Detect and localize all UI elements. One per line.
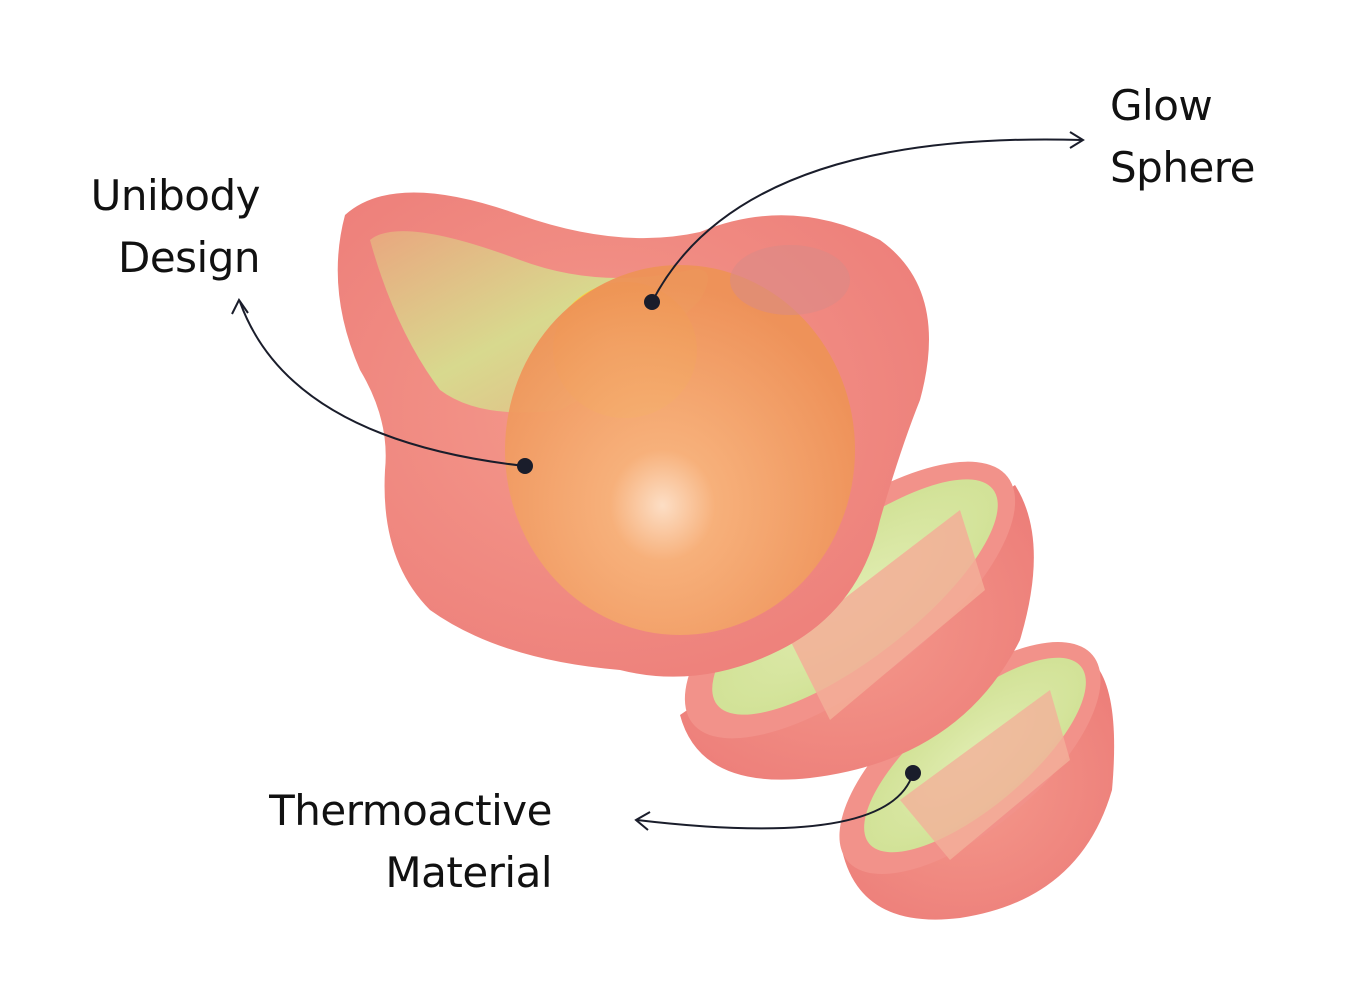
thermoactive-material-label: Thermoactive Material xyxy=(240,780,552,904)
thermo-line1: Thermoactive xyxy=(269,786,552,835)
flange-bottom xyxy=(839,642,1115,920)
glow-marker-dot xyxy=(644,294,660,310)
unibody-marker-dot xyxy=(517,458,533,474)
glow-line1: Glow xyxy=(1110,81,1213,130)
flange-middle xyxy=(680,461,1034,780)
glow-line2: Sphere xyxy=(1110,143,1255,192)
glow-leader-line xyxy=(651,138,1083,303)
unibody-line1: Unibody xyxy=(90,171,261,220)
thermo-marker-dot xyxy=(905,765,921,781)
unibody-line2: Design xyxy=(117,233,261,282)
thermo-leader-line xyxy=(636,772,914,830)
orange-sphere xyxy=(505,265,855,635)
thermo-line2: Material xyxy=(385,848,552,897)
glow-sphere-label: Glow Sphere xyxy=(1110,75,1255,199)
unibody-leader-line xyxy=(239,301,526,467)
unibody-design-label: Unibody Design xyxy=(80,165,261,289)
